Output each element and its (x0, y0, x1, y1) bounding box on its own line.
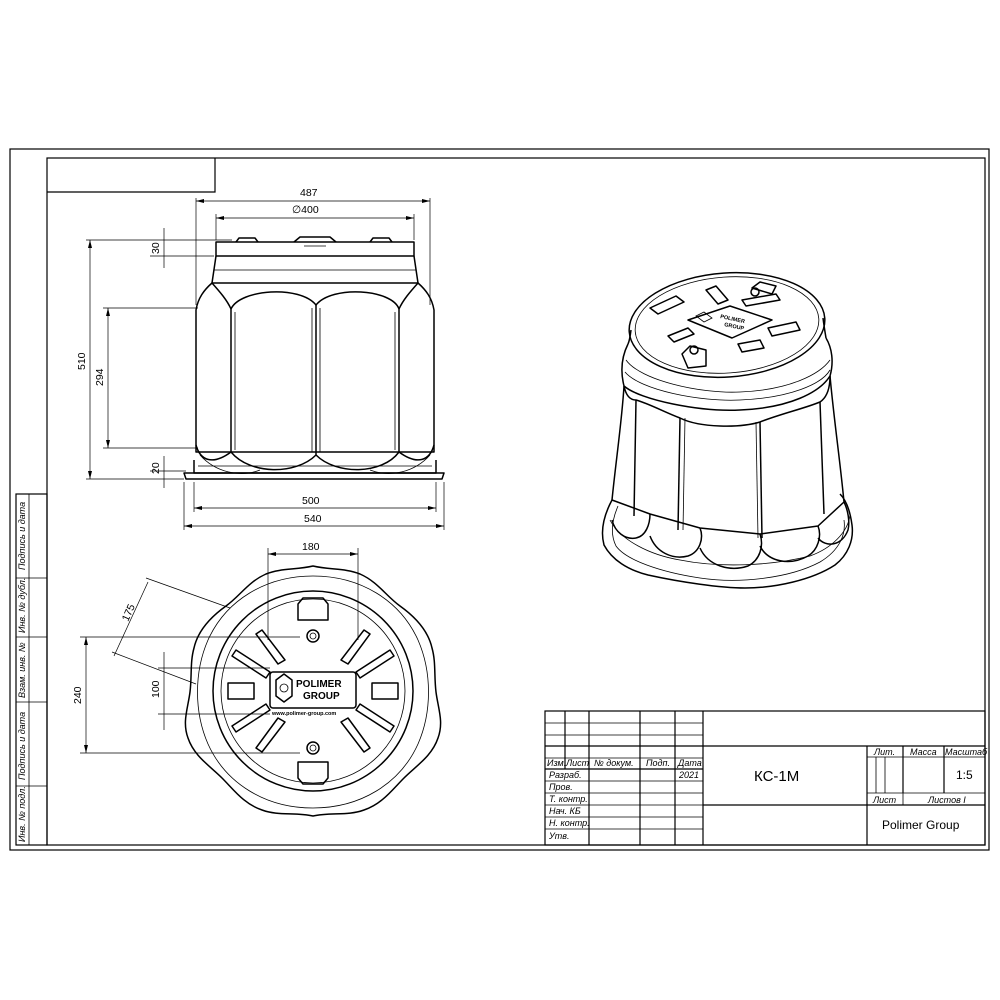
dim-20: 20 (150, 462, 162, 474)
iso-flange (601, 493, 854, 589)
stamp-podpis-data-bottom: Подпись и дата (17, 712, 27, 780)
stamp-inv-dubl: Инв. № дубл. (17, 578, 27, 633)
dim-500: 500 (302, 495, 320, 507)
front-dimensions: 487 ∅400 30 510 294 20 (76, 187, 445, 530)
tb-massa: Масса (910, 747, 937, 757)
stamp-inv-podl: Инв. № подл. (17, 786, 27, 842)
side-stamp: Подпись и дата Инв. № дубл. Взам. инв. №… (15, 493, 48, 846)
title-block: Изм. Лист № докум. Подп. Дата Разраб. 20… (544, 710, 988, 846)
iso-logo-line1: POLIMER (720, 314, 746, 325)
dim-487: 487 (300, 187, 318, 199)
tb-h-dokum: № докум. (594, 758, 634, 768)
isometric-view: POLIMER GROUP (601, 271, 854, 589)
tb-r-nachkb: Нач. КБ (549, 806, 581, 816)
front-flange (193, 460, 437, 474)
top-dimensions: 180 175 240 100 (72, 541, 359, 754)
logo-line1: POLIMER (296, 679, 342, 690)
dim-540: 540 (304, 513, 322, 525)
iso-body (611, 375, 845, 535)
stamp-vzam-inv: Взам. инв. № (17, 642, 27, 698)
dim-180: 180 (302, 541, 320, 553)
tb-year: 2021 (678, 770, 699, 780)
tb-h-izm: Изм. (547, 758, 566, 768)
front-body (195, 282, 435, 453)
dim-240: 240 (72, 686, 84, 704)
tb-h-podp: Подп. (646, 758, 670, 768)
tb-r-utv: Утв. (548, 831, 569, 841)
top-flange-outline (184, 565, 442, 817)
top-body-circle (212, 590, 414, 792)
iso-lid (628, 271, 826, 379)
front-view (183, 236, 445, 480)
logo-panel (269, 671, 357, 709)
dim-100: 100 (150, 680, 162, 698)
tb-r-nkontr: Н. контр. (549, 818, 590, 828)
logo-icon (275, 673, 293, 703)
tb-list: Лист (872, 795, 897, 805)
tb-r-prov: Пров. (549, 782, 573, 792)
tb-designation: КС-1М (754, 768, 799, 785)
tb-masshtab: Масштаб (945, 747, 988, 757)
tb-company: Polimer Group (882, 818, 960, 832)
tb-scale: 1:5 (956, 768, 973, 782)
dim-30: 30 (150, 242, 162, 254)
stamp-podpis-data-top: Подпись и дата (17, 502, 27, 570)
iso-logo-line2: GROUP (724, 322, 745, 332)
dim-400: ∅400 (292, 204, 319, 216)
tb-h-data: Дата (677, 758, 702, 768)
front-top-collar (215, 241, 415, 257)
logo-line2: GROUP (303, 691, 340, 702)
tb-r-razrab: Разраб. (549, 770, 582, 780)
tb-r-tkontr: Т. контр. (549, 794, 588, 804)
tb-listov: Листов I (927, 795, 966, 805)
logo-url: www.polimer-group.com (271, 711, 336, 717)
dim-510: 510 (76, 352, 88, 370)
top-view: POLIMER GROUP www.polimer-group.com (184, 565, 442, 817)
tb-lit: Лит. (873, 747, 895, 757)
dim-175: 175 (120, 602, 138, 623)
dim-294: 294 (94, 368, 106, 386)
tb-h-list: Лист (565, 758, 590, 768)
